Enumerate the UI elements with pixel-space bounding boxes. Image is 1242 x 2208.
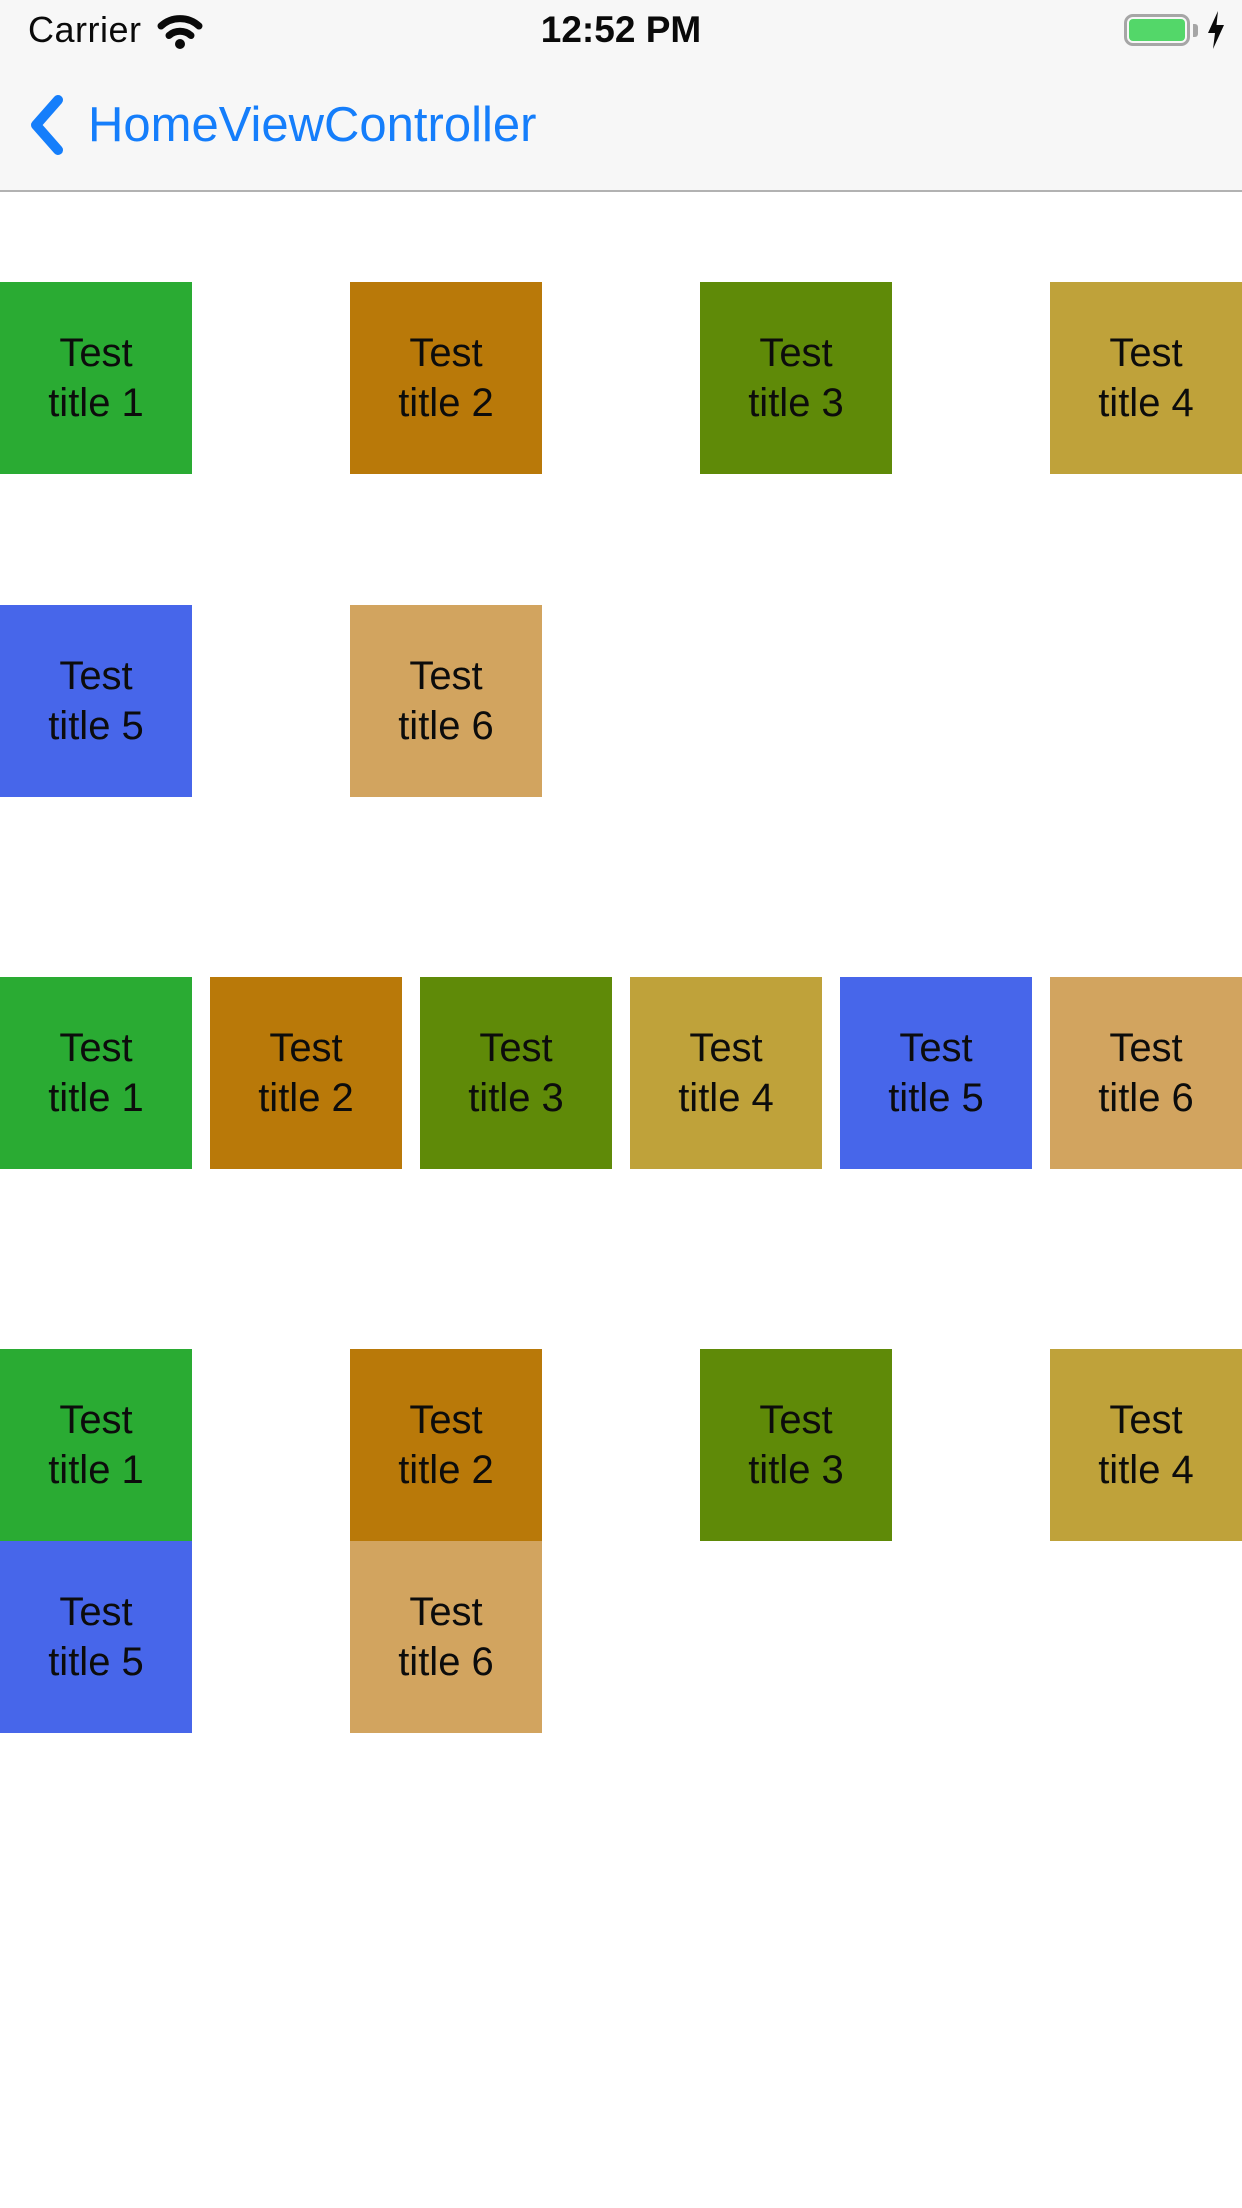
status-bar-left: Carrier [28,0,204,60]
collection-section-tight: Test title 1 Test title 2 Test title 3 Test tit… [0,977,1242,1169]
nav-bar: HomeViewController [0,60,1242,190]
tile-title-line2: title 3 [748,1448,844,1492]
tile-title-line2: title 2 [398,1448,494,1492]
tile-title-line2: title 3 [748,381,844,425]
collection-section-stacked: Test title 1 Test title 2 Test title 3 Test tit… [0,1349,1242,1733]
collection-view: Test title 1 Test title 2 Test title 3 Test tit… [0,192,1242,1733]
status-bar: Carrier 12:52 PM [0,0,1242,60]
back-chevron-icon [31,95,63,155]
tile[interactable]: Test title 3 [700,1349,892,1541]
tile-title-line1: Test [59,1398,133,1442]
battery-icon [1124,14,1190,46]
tile-title-line2: title 5 [48,704,144,748]
battery-fill [1129,19,1185,41]
status-bar-right [1124,0,1226,60]
charging-bolt-icon [1208,11,1224,49]
tile-title-line1: Test [409,654,483,698]
collection-section-spread: Test title 1 Test title 2 Test title 3 Test tit… [0,282,1242,797]
tile-title-line2: title 5 [888,1076,984,1120]
tile-title-line1: Test [59,654,133,698]
tile-title-line2: title 3 [468,1076,564,1120]
tile[interactable]: Test title 5 [0,605,192,797]
carrier-label: Carrier [28,9,142,50]
tile-title-line1: Test [1109,331,1183,375]
tile[interactable]: Test title 1 [0,977,192,1169]
tile-title-line1: Test [1109,1398,1183,1442]
tile-title-line2: title 1 [48,381,144,425]
tile-title-line1: Test [409,331,483,375]
tile-title-line2: title 1 [48,1076,144,1120]
time-label: 12:52 PM [540,9,702,50]
tile[interactable]: Test title 4 [1050,1349,1242,1541]
tile-title-line1: Test [689,1026,763,1070]
tile-title-line2: title 4 [678,1076,774,1120]
tile[interactable]: Test title 6 [1050,977,1242,1169]
tile-title-line2: title 6 [1098,1076,1194,1120]
tile[interactable]: Test title 5 [0,1541,192,1733]
tile-title-line1: Test [759,331,833,375]
tile-title-line2: title 4 [1098,381,1194,425]
tile-title-line2: title 6 [398,704,494,748]
battery-cap [1193,23,1198,37]
tile[interactable]: Test title 5 [840,977,1032,1169]
wifi-icon [157,15,203,49]
tile-title-line2: title 5 [48,1640,144,1684]
tile[interactable]: Test title 3 [700,282,892,474]
tile-title-line1: Test [479,1026,553,1070]
tile-title-line1: Test [59,1590,133,1634]
tile-title-line1: Test [269,1026,343,1070]
tile[interactable]: Test title 3 [420,977,612,1169]
tile[interactable]: Test title 2 [210,977,402,1169]
tile-title-line2: title 2 [258,1076,354,1120]
back-button[interactable]: HomeViewController [28,94,536,156]
tile-title-line1: Test [1109,1026,1183,1070]
back-button-label: HomeViewController [88,98,537,152]
tile[interactable]: Test title 6 [350,605,542,797]
tile[interactable]: Test title 6 [350,1541,542,1733]
tile[interactable]: Test title 1 [0,1349,192,1541]
tile[interactable]: Test title 1 [0,282,192,474]
tile-title-line1: Test [409,1398,483,1442]
tile-title-line1: Test [59,331,133,375]
tile-title-line1: Test [59,1026,133,1070]
tile-title-line2: title 6 [398,1640,494,1684]
tile[interactable]: Test title 2 [350,282,542,474]
tile[interactable]: Test title 2 [350,1349,542,1541]
top-chrome: Carrier 12:52 PM [0,0,1242,192]
tile-title-line2: title 4 [1098,1448,1194,1492]
tile-title-line2: title 1 [48,1448,144,1492]
tile[interactable]: Test title 4 [1050,282,1242,474]
tile[interactable]: Test title 4 [630,977,822,1169]
tile-title-line1: Test [759,1398,833,1442]
tile-title-line2: title 2 [398,381,494,425]
tile-title-line1: Test [899,1026,973,1070]
tile-title-line1: Test [409,1590,483,1634]
